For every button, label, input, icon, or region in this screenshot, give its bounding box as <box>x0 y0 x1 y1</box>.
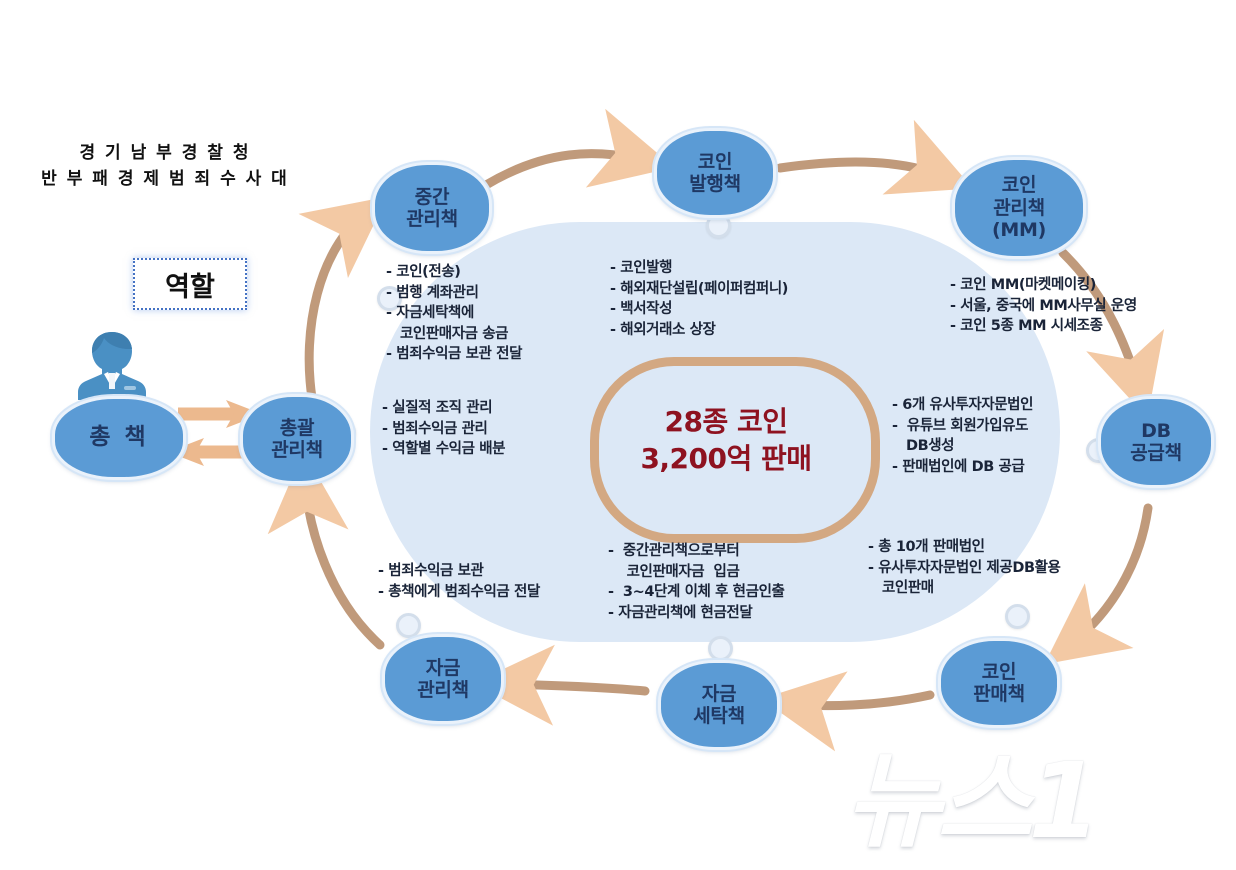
central-hub-panel <box>370 222 1060 642</box>
node-junggan-label: 중간 관리책 <box>406 185 458 230</box>
arrow-junggan-to-coinbalhaeng <box>481 108 675 190</box>
arrow-jageumsetak-to-jageumgwanri <box>473 644 650 726</box>
node-coin-gwanri-mm-label: 코인 관리책 (MM) <box>992 174 1046 242</box>
central-summary-line1: 28종 코인 <box>664 405 789 439</box>
hub-dot-top-left <box>377 286 402 311</box>
block-coin-balhaengchaek: - 코인발행 - 해외재단설립(페이퍼컴퍼니) - 백서작성 - 해외거래소 상… <box>610 260 788 338</box>
arrow-coinpanmae-to-jageumsetak <box>761 671 935 752</box>
node-coin-gwanrichaek-mm[interactable]: 코인 관리책 (MM) <box>952 157 1086 259</box>
arrow-dbgonggeup-to-coinpanmae <box>1044 503 1153 665</box>
person-icon <box>78 332 146 400</box>
org-title-line1: 경 기 남 부 경 찰 청 <box>79 143 251 163</box>
node-junggan-gwanrichaek[interactable]: 중간 관리책 <box>372 162 492 254</box>
arrow-chonggwal-to-junggan <box>298 196 388 403</box>
arrow-coinbalhaeng-to-coingwanri <box>775 119 973 195</box>
node-chonggwal-gwanrichaek[interactable]: 총괄 관리책 <box>240 394 354 484</box>
central-summary: 28종 코인 3,200억 판매 <box>590 357 862 525</box>
node-db-gonggeupchaek[interactable]: DB 공급책 <box>1098 396 1214 488</box>
node-coin-panmaechaek[interactable]: 코인 판매책 <box>938 638 1060 728</box>
node-coin-panmae-label: 코인 판매책 <box>973 660 1025 705</box>
block-jageum-gwanrichaek: - 범죄수익금 보관 - 총책에게 범죄수익금 전달 <box>378 563 540 600</box>
central-ring <box>590 357 880 543</box>
news1-watermark: 뉴스1 <box>845 740 1101 862</box>
node-jageum-setak-label: 자금 세탁책 <box>693 682 745 727</box>
node-chongchaek-label: 총 책 <box>89 424 149 451</box>
block-db-gonggeupchaek: - 6개 유사투자자문법인 - 유튜브 회원가입유도 DB생성 - 판매법인에 … <box>892 397 1034 475</box>
hub-dot-bottom <box>708 636 733 661</box>
block-jageum-setakchaek: - 중간관리책으로부터 코인판매자금 입금 - 3~4단계 이체 후 현금인출 … <box>608 543 785 621</box>
block-junggan-gwanrichaek: - 코인(전송) - 범행 계좌관리 - 자금세탁책에 코인판매자금 송금 - … <box>386 264 523 363</box>
hub-dot-bottom-left <box>396 613 421 638</box>
role-label-box: 역할 <box>133 258 247 310</box>
arrow-jageumgwanri-to-chonggwal <box>267 451 385 650</box>
node-jageum-setakchaek[interactable]: 자금 세탁책 <box>658 660 780 750</box>
block-chonggwal-gwanrichaek: - 실질적 조직 관리 - 범죄수익금 관리 - 역할별 수익금 배분 <box>382 400 506 458</box>
node-coin-balhaengchaek[interactable]: 코인 발행책 <box>654 128 776 218</box>
block-coin-gwanrichaek-mm: - 코인 MM(마켓메이킹) - 서울, 중국에 MM사무실 운영 - 코인 5… <box>950 277 1137 335</box>
org-title-line2: 반 부 패 경 제 범 죄 수 사 대 <box>41 169 289 190</box>
node-jageum-gwanrichaek[interactable]: 자금 관리책 <box>382 634 504 724</box>
node-coin-balhaeng-label: 코인 발행책 <box>689 150 741 195</box>
block-coin-panmaechaek: - 총 10개 판매법인 - 유사투자자문법인 제공DB활용 코인판매 <box>868 539 1061 597</box>
central-summary-line2: 3,200억 판매 <box>640 442 812 475</box>
node-chongchaek[interactable]: 총 책 <box>52 396 186 480</box>
node-jageum-gwanri-label: 자금 관리책 <box>417 656 469 701</box>
node-db-gonggeup-label: DB 공급책 <box>1130 419 1182 464</box>
node-chonggwal-label: 총괄 관리책 <box>271 416 323 461</box>
organization-title: 경 기 남 부 경 찰 청 반 부 패 경 제 범 죄 수 사 대 <box>30 140 300 193</box>
hub-dot-bottom-right <box>1005 604 1030 629</box>
